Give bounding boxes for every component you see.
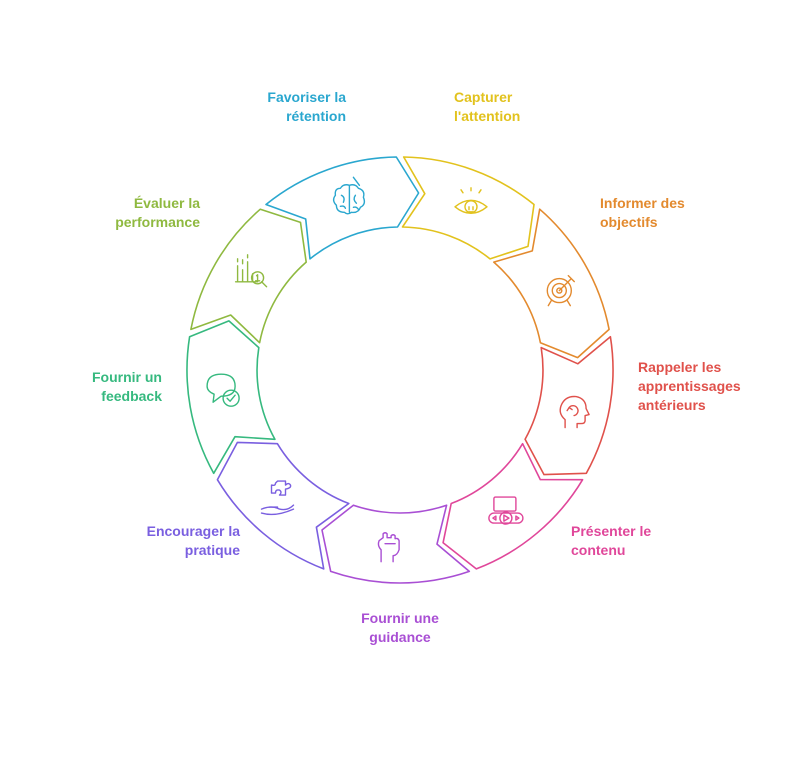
eye-bulb-icon <box>454 187 488 214</box>
chat-check-icon <box>206 373 240 407</box>
brain-icon <box>332 176 366 215</box>
head-cycle-icon <box>559 395 590 429</box>
ring-segment <box>442 442 584 570</box>
ring-segment <box>493 208 610 359</box>
ring-segment <box>190 208 307 344</box>
ring-segment <box>186 320 276 475</box>
target-icon <box>546 274 575 307</box>
video-player-icon <box>488 496 524 525</box>
ring-segment <box>265 156 420 260</box>
hand-puzzle-icon <box>260 480 295 516</box>
ring-segment <box>524 335 614 476</box>
chart-magnifier-icon <box>234 254 268 288</box>
ring-segment <box>216 441 350 570</box>
ring-segment <box>401 156 535 260</box>
hand-pointing-icon <box>377 532 400 563</box>
